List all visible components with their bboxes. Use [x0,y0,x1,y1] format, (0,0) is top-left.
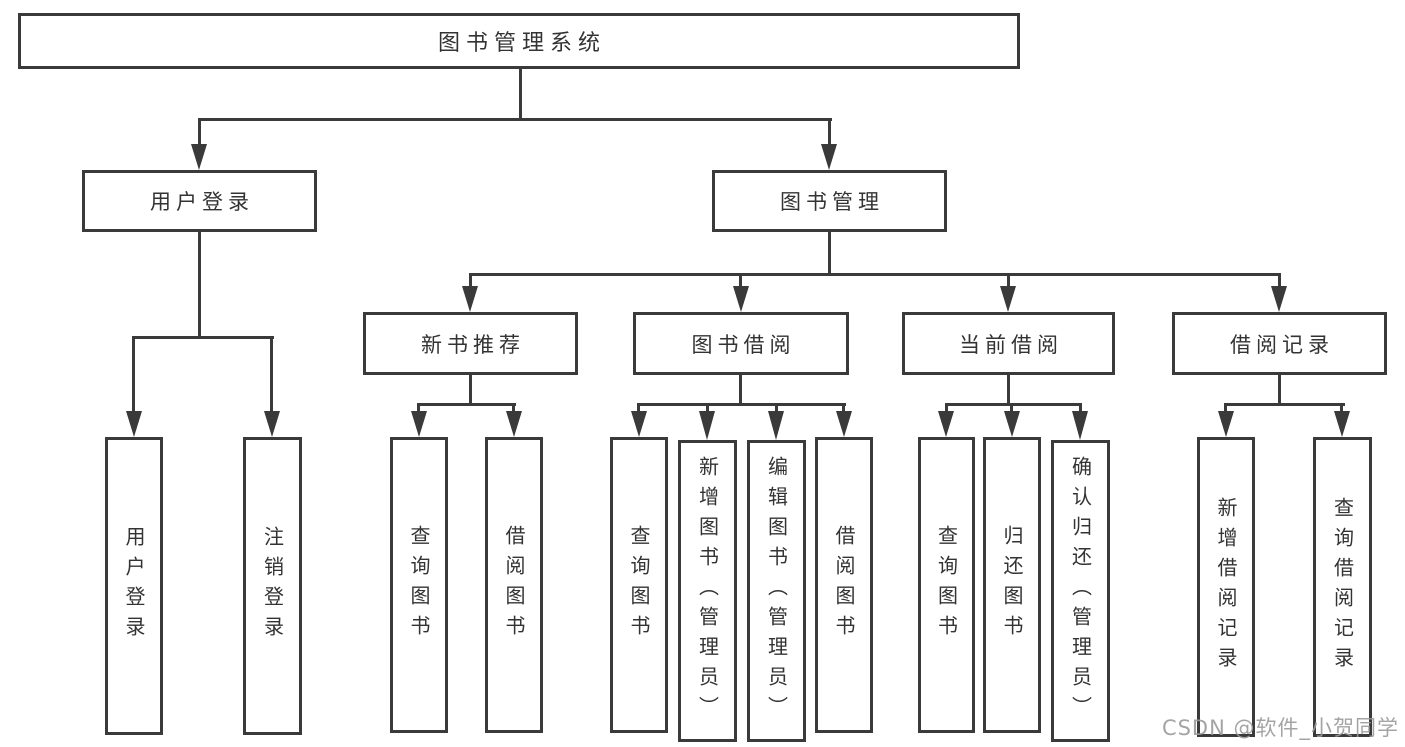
arrowhead-down-icon [768,411,784,440]
connector-line [828,118,831,146]
arrowhead-down-icon [699,411,715,440]
connector-line [706,406,709,413]
arrowhead-down-icon [1004,411,1020,437]
node-label: 借阅记录 [1230,332,1334,357]
node-book-borrowing: 图书借阅 [633,312,849,375]
leaf-label: 新增借阅记录 [1214,497,1238,677]
leaf-label: 查询借阅记录 [1330,497,1355,677]
leaf-label: 借阅图书 [832,525,856,645]
leaf-borrowing-edit-book-admin: 编辑图书（管理员） [747,440,806,742]
connector-line [132,339,135,414]
arrowhead-down-icon [1218,411,1234,437]
arrowhead-down-icon [733,286,749,312]
arrowhead-down-icon [506,411,522,437]
arrowhead-down-icon [821,144,837,170]
connector-line [739,375,742,406]
leaf-current-query-book: 查询图书 [918,437,975,733]
leaf-borrowing-query-book: 查询图书 [610,437,668,733]
connector-line [1079,406,1082,413]
leaf-label: 查询图书 [407,525,431,645]
leaf-label: 借阅图书 [502,525,526,645]
arrowhead-down-icon [126,411,142,437]
node-label: 图书借阅 [691,332,796,357]
leaf-current-return-book: 归还图书 [983,437,1041,733]
connector-line [469,375,472,406]
connector-line [469,273,1281,276]
leaf-user-login: 用户登录 [105,437,163,735]
node-label: 图书管理 [780,190,884,214]
leaf-newbook-query-book: 查询图书 [390,437,448,733]
node-label: 当前借阅 [959,332,1063,357]
leaf-label: 查询图书 [934,525,959,645]
connector-line [775,406,778,413]
connector-line [512,406,515,413]
connector-line [1224,406,1227,413]
connector-line [739,276,742,288]
connector-line [945,406,948,413]
connector-line [132,336,274,339]
leaf-current-confirm-return-admin: 确认归还（管理员） [1051,440,1110,742]
node-book-management-system: 图书管理系统 [18,13,1020,69]
arrowhead-down-icon [462,286,478,312]
leaf-borrowing-add-book-admin: 新增图书（管理员） [678,440,737,742]
arrowhead-down-icon [836,411,852,437]
connector-line [198,232,201,339]
leaf-records-query-borrow-record: 查询借阅记录 [1313,437,1372,737]
connector-line [1007,375,1010,406]
connector-line [198,118,201,146]
connector-line [1278,276,1281,288]
node-label: 用户登录 [150,190,254,214]
leaf-logout: 注销登录 [243,437,302,735]
connector-line [637,403,846,406]
connector-line [1010,406,1013,413]
connector-line [198,118,832,121]
connector-line [1278,375,1281,406]
leaf-borrowing-borrow-book: 借阅图书 [815,437,873,733]
leaf-label: 注销登录 [260,526,285,646]
connector-line [270,339,273,414]
arrowhead-down-icon [631,411,647,437]
leaf-label: 归还图书 [1000,525,1024,645]
node-user-login: 用户登录 [82,170,317,232]
arrowhead-down-icon [191,144,207,170]
leaf-label: 查询图书 [627,525,651,645]
node-current-borrowing: 当前借阅 [902,312,1115,375]
arrowhead-down-icon [1271,286,1287,312]
leaf-newbook-borrow-book: 借阅图书 [485,437,543,733]
arrowhead-down-icon [1334,411,1350,437]
arrowhead-down-icon [938,411,954,437]
node-new-book-recommend: 新书推荐 [363,312,578,375]
connector-line [519,69,522,120]
leaf-label: 编辑图书（管理员） [764,456,789,726]
connector-line [1340,406,1343,413]
connector-line [637,406,640,413]
leaf-records-add-borrow-record: 新增借阅记录 [1197,437,1255,737]
connector-line [945,403,1082,406]
arrowhead-down-icon [1072,411,1088,440]
arrowhead-down-icon [264,411,280,437]
node-label: 图书管理系统 [437,31,606,56]
leaf-label: 确认归还（管理员） [1068,456,1093,726]
csdn-watermark: CSDN @软件_小贺同学 [1161,716,1399,740]
leaf-label: 新增图书（管理员） [695,456,720,726]
arrowhead-down-icon [1000,286,1016,312]
node-label: 新书推荐 [421,332,525,357]
connector-line [469,276,472,288]
connector-line [1224,403,1345,406]
node-book-management: 图书管理 [712,170,947,232]
arrowhead-down-icon [411,411,427,437]
connector-line [1007,276,1010,288]
connector-line [828,232,831,276]
connector-line [417,406,420,413]
leaf-label: 用户登录 [122,526,146,646]
node-borrowing-records: 借阅记录 [1172,312,1387,375]
connector-line [417,403,516,406]
connector-line [842,406,845,413]
